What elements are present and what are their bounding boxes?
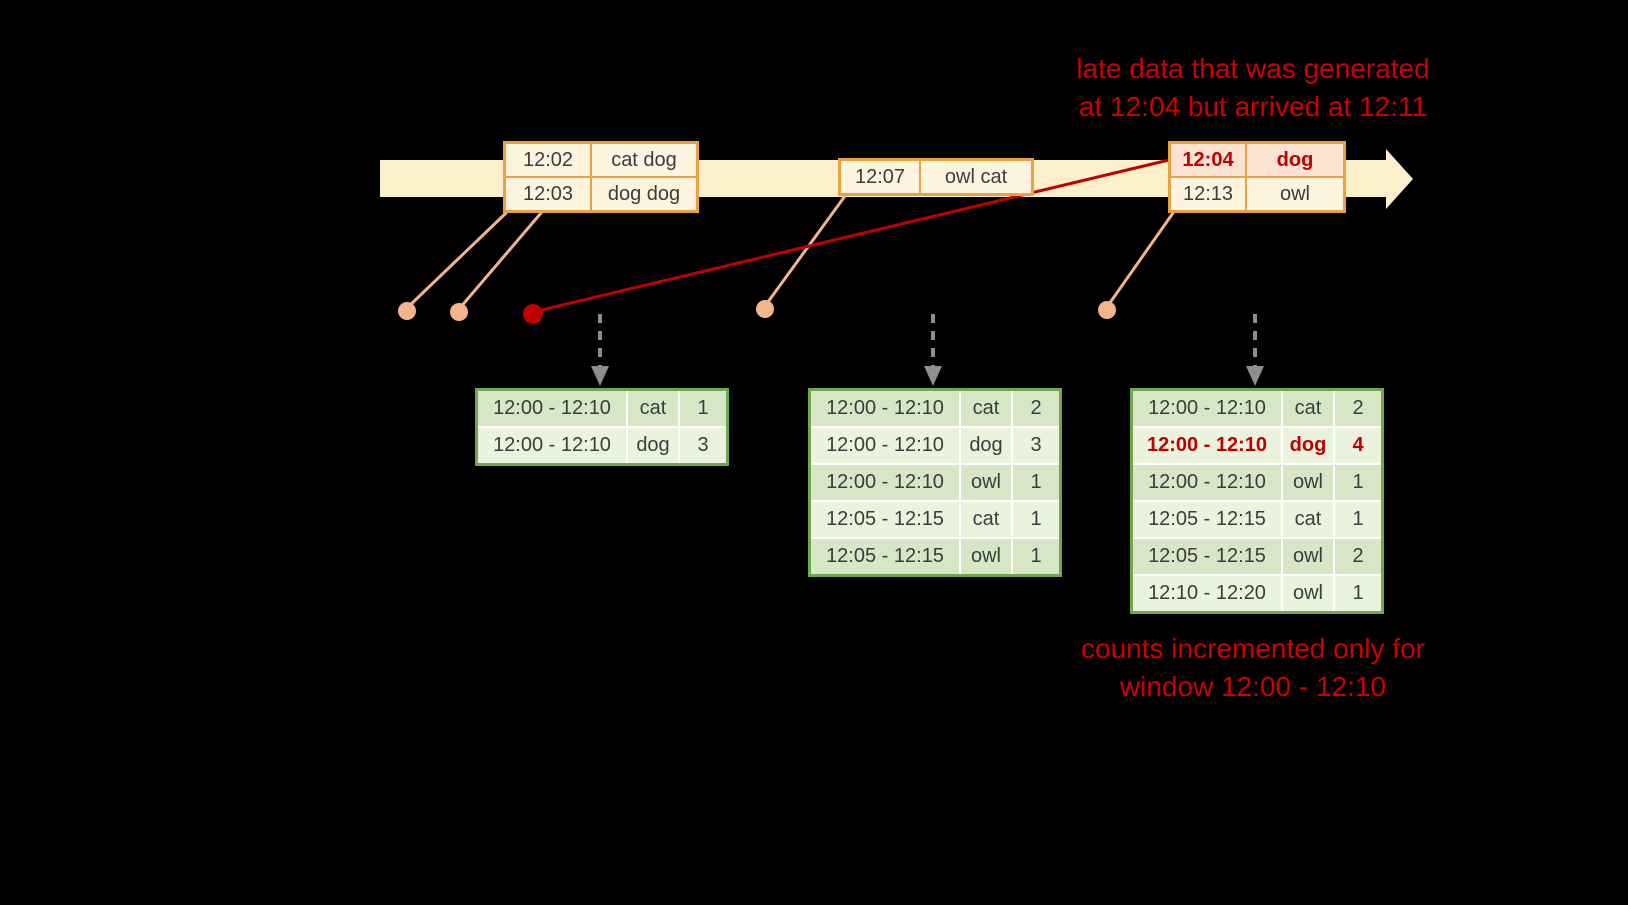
result-table-2: 12:00 - 12:10 cat 2 12:00 - 12:10 dog 3 … (808, 388, 1062, 577)
leader-line-1207 (763, 194, 847, 308)
result-count: 3 (1013, 428, 1059, 463)
counts-annotation-line2: window 12:00 - 12:10 (1119, 671, 1387, 702)
leader-line-1202 (405, 211, 508, 310)
result-count: 1 (1013, 502, 1059, 537)
result-word: owl (1283, 539, 1333, 574)
late-data-annotation-line1: late data that was generated (1076, 53, 1430, 84)
result-window: 12:00 - 12:10 (811, 428, 959, 463)
result-count: 2 (1013, 391, 1059, 426)
leader-line-1213 (1105, 211, 1175, 309)
result-word: cat (961, 502, 1011, 537)
updated-result-word: dog (1283, 428, 1333, 463)
event-words: owl (1246, 177, 1344, 211)
result-count: 2 (1335, 391, 1381, 426)
result-word: owl (961, 465, 1011, 500)
event-dot-1213 (1098, 301, 1116, 319)
result-count: 1 (1013, 465, 1059, 500)
result-window: 12:00 - 12:10 (811, 465, 959, 500)
result-count: 3 (680, 428, 726, 463)
trigger-arrow-head-2 (924, 366, 942, 386)
updated-result-window: 12:00 - 12:10 (1133, 428, 1281, 463)
event-dot-1202 (398, 302, 416, 320)
event-time: 12:02 (505, 143, 591, 177)
timeline-arrow-head-icon (1386, 149, 1413, 209)
late-event-words: dog (1246, 143, 1344, 177)
result-word: cat (628, 391, 678, 426)
event-words: owl cat (920, 160, 1032, 194)
event-table-1: 12:02 cat dog 12:03 dog dog (503, 141, 699, 213)
updated-result-count: 4 (1335, 428, 1381, 463)
counts-incremented-annotation: counts incremented only for window 12:00… (1028, 630, 1478, 706)
result-word: dog (961, 428, 1011, 463)
event-words: dog dog (591, 177, 697, 211)
result-window: 12:05 - 12:15 (811, 539, 959, 574)
result-word: owl (1283, 465, 1333, 500)
event-table-3: 12:04 dog 12:13 owl (1168, 141, 1346, 213)
result-count: 1 (1335, 576, 1381, 611)
result-window: 12:05 - 12:15 (1133, 539, 1281, 574)
late-data-annotation-line2: at 12:04 but arrived at 12:11 (1078, 91, 1428, 122)
late-data-line (531, 158, 1171, 314)
result-table-3: 12:00 - 12:10 cat 2 12:00 - 12:10 dog 4 … (1130, 388, 1384, 614)
counts-annotation-line1: counts incremented only for (1081, 633, 1425, 664)
result-window: 12:05 - 12:15 (811, 502, 959, 537)
result-count: 1 (1335, 465, 1381, 500)
result-word: cat (961, 391, 1011, 426)
result-word: owl (1283, 576, 1333, 611)
result-window: 12:00 - 12:10 (1133, 391, 1281, 426)
result-window: 12:00 - 12:10 (811, 391, 959, 426)
result-count: 1 (680, 391, 726, 426)
result-count: 2 (1335, 539, 1381, 574)
result-window: 12:10 - 12:20 (1133, 576, 1281, 611)
result-window: 12:00 - 12:10 (478, 391, 626, 426)
event-time: 12:13 (1170, 177, 1246, 211)
late-event-time: 12:04 (1170, 143, 1246, 177)
late-data-dot (523, 304, 543, 324)
late-data-annotation: late data that was generated at 12:04 bu… (1028, 50, 1478, 126)
leader-line-1203 (457, 211, 543, 311)
result-window: 12:00 - 12:10 (1133, 465, 1281, 500)
result-window: 12:05 - 12:15 (1133, 502, 1281, 537)
result-window: 12:00 - 12:10 (478, 428, 626, 463)
result-count: 1 (1335, 502, 1381, 537)
event-time: 12:03 (505, 177, 591, 211)
result-word: dog (628, 428, 678, 463)
event-table-2: 12:07 owl cat (838, 158, 1034, 196)
result-count: 1 (1013, 539, 1059, 574)
event-dot-1203 (450, 303, 468, 321)
event-time: 12:07 (840, 160, 920, 194)
result-table-1: 12:00 - 12:10 cat 1 12:00 - 12:10 dog 3 (475, 388, 729, 466)
trigger-arrow-head-3 (1246, 366, 1264, 386)
result-word: cat (1283, 391, 1333, 426)
result-word: cat (1283, 502, 1333, 537)
trigger-arrow-head-1 (591, 366, 609, 386)
result-word: owl (961, 539, 1011, 574)
event-dot-1207 (756, 300, 774, 318)
event-words: cat dog (591, 143, 697, 177)
